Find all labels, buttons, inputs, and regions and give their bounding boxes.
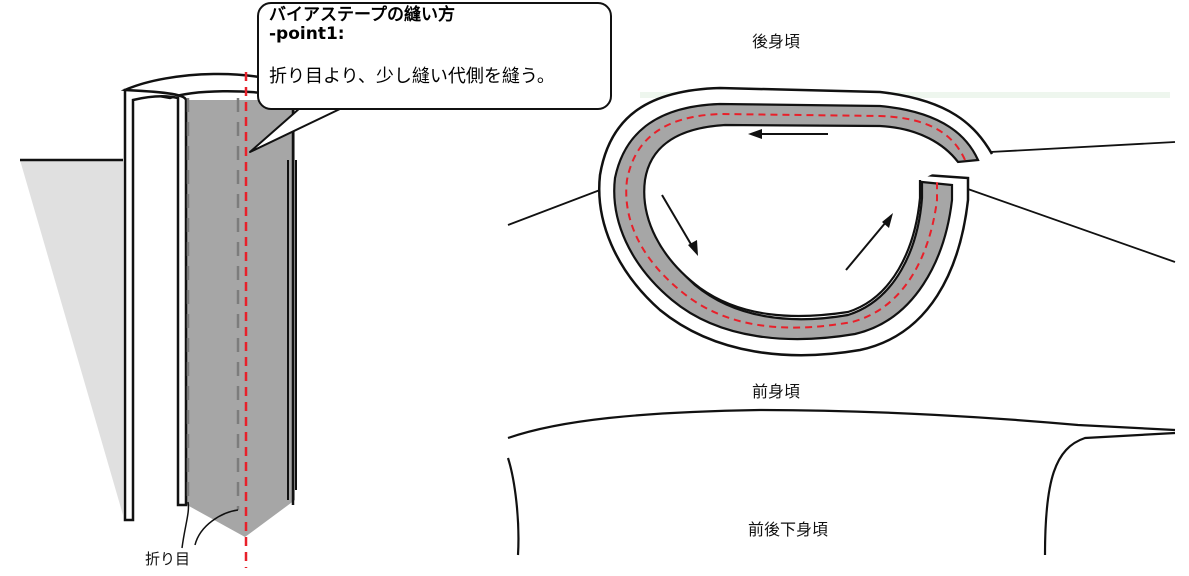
callout-title: バイアステープの縫い方 xyxy=(269,5,455,25)
back-bodice-label: 後身頃 xyxy=(752,32,801,51)
lower-bodice-right-side xyxy=(1043,431,1176,556)
fold-line-label: 折り目 xyxy=(145,550,191,568)
lower-bodice-outline xyxy=(507,408,1176,440)
front-bodice-label: 前身頃 xyxy=(752,382,801,401)
shadow-wedge xyxy=(20,160,123,515)
callout-subtitle: -point1: xyxy=(269,24,345,44)
back-shoulder-line xyxy=(989,141,1176,153)
armhole-diagram xyxy=(506,86,1176,556)
armhole-stitch-line xyxy=(625,112,966,329)
lower-bodice-left-side xyxy=(506,457,520,556)
sewing-tip-callout: バイアステープの縫い方 -point1: 折り目より、少し縫い代側を縫う。 xyxy=(257,2,612,110)
bias-tape-body xyxy=(178,100,295,537)
tape-folded-flap xyxy=(123,88,188,522)
fold-leader-2 xyxy=(194,509,239,546)
armhole-inner xyxy=(643,123,959,318)
lower-bodice-label: 前後下身頃 xyxy=(748,520,829,539)
back-side-line xyxy=(507,189,601,226)
bias-tape-closeup xyxy=(20,72,343,568)
fold-leader-1 xyxy=(181,501,190,549)
sewing-direction-arrows xyxy=(661,129,893,271)
callout-body: 折り目より、少し縫い代側を縫う。 xyxy=(269,66,555,87)
front-shoulder-line xyxy=(964,187,1176,263)
